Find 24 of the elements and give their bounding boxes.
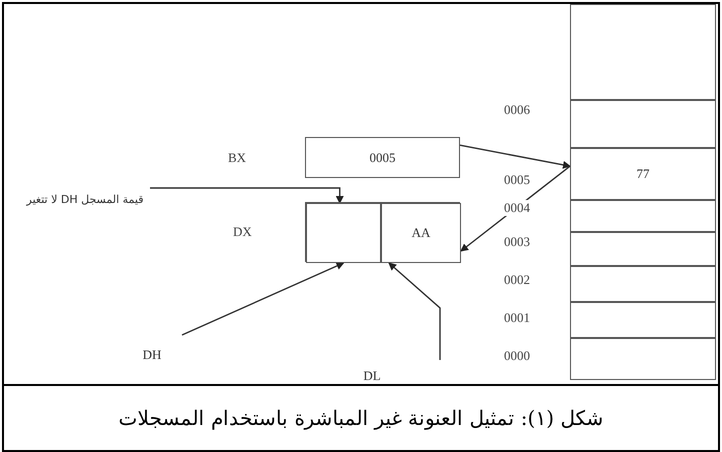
annotation-text: قيمة المسجل DH لا تتغير xyxy=(20,180,150,220)
arrow xyxy=(150,187,344,204)
memory-cell xyxy=(570,266,716,302)
memory-cell xyxy=(570,338,716,380)
register-value: 0005 xyxy=(370,150,396,166)
memory-cell xyxy=(570,302,716,338)
arrow xyxy=(388,262,441,360)
memory-cell xyxy=(570,232,716,266)
memory-cell xyxy=(570,148,716,200)
register-box xyxy=(305,202,460,262)
address-label: 0004 xyxy=(504,200,530,216)
memory-cell xyxy=(570,4,716,100)
register-label: DH xyxy=(132,345,172,365)
memory-cell xyxy=(570,100,716,148)
register-half xyxy=(306,203,381,263)
register-value: AA xyxy=(412,225,430,241)
arrow xyxy=(460,144,571,169)
register-half xyxy=(381,203,461,263)
register-box xyxy=(305,137,460,178)
figure-caption: شكل (١): تمثيل العنونة غير المباشرة باستخدام المسجلات xyxy=(118,406,604,430)
arrow xyxy=(182,262,344,336)
register-label: DL xyxy=(352,366,392,386)
memory-cell xyxy=(570,200,716,232)
cell-value: 77 xyxy=(636,166,650,182)
